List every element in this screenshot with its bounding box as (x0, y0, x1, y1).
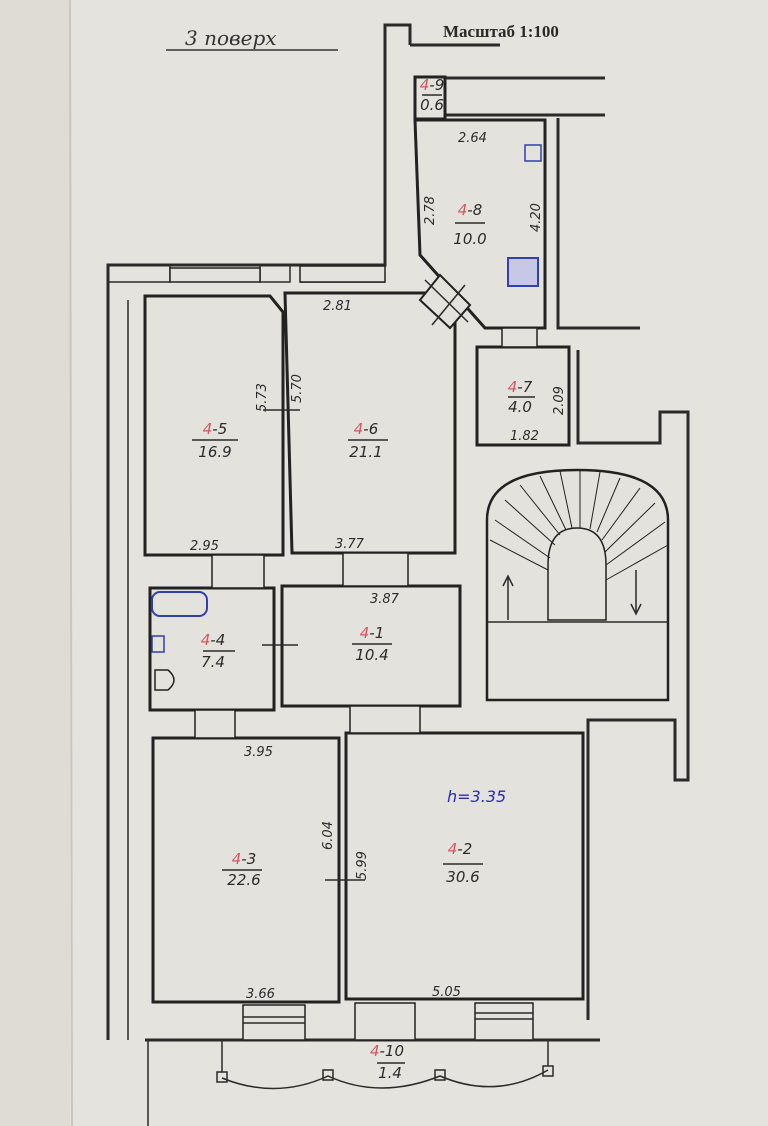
room-number: 4-8 (458, 201, 483, 219)
dimension-label: 2.78 (423, 196, 438, 225)
room-area: 16.9 (198, 443, 231, 461)
stove-icon (507, 257, 539, 287)
room-4-6 (283, 291, 457, 555)
dimension-label: 1.82 (510, 429, 539, 444)
room-area: 4.0 (508, 398, 532, 416)
bathtub-icon (151, 591, 208, 617)
room-number: 4-7 (508, 378, 533, 396)
floor-title: 3 поверх (185, 26, 277, 50)
sink-icon (524, 144, 542, 162)
dimension-label: 5.99 (355, 851, 370, 880)
dimension-label: 3.95 (244, 745, 273, 760)
room-4-5 (143, 294, 285, 557)
room-number: 4-5 (203, 420, 228, 438)
room-area: 1.4 (378, 1064, 402, 1082)
door-openings (194, 273, 538, 881)
bathroom-fixtures (151, 144, 542, 691)
room-4-9 (413, 75, 447, 121)
dimension-label: 2.64 (458, 131, 487, 146)
dimension-label: 5.73 (255, 383, 270, 412)
toilet-icon (154, 669, 175, 691)
windows (169, 265, 534, 1041)
room-area: 30.6 (446, 868, 479, 886)
room-4-7 (475, 345, 571, 447)
room-area: 7.4 (201, 653, 225, 671)
dimension-label: 2.95 (190, 539, 219, 554)
dimension-label: 6.04 (321, 821, 336, 850)
room-4-2 (344, 731, 585, 1001)
room-area: 10.0 (453, 230, 486, 248)
dimensions: 2.64 2.78 4.20 2.09 1.82 2.81 5.70 3.77 … (190, 131, 567, 1002)
sink-icon (151, 635, 165, 653)
room-area: 22.6 (227, 871, 260, 889)
dimension-label: 3.87 (370, 592, 400, 607)
staircase (485, 468, 670, 702)
dimension-label: 5.05 (432, 985, 461, 1000)
room-area: 0.6 (420, 96, 444, 114)
room-4-4 (148, 586, 276, 712)
room-number: 4-2 (448, 840, 473, 858)
dimension-label: 2.81 (323, 299, 352, 314)
room-number: 4-6 (354, 420, 379, 438)
room-number: 4-3 (232, 850, 257, 868)
dimension-label: 5.70 (290, 374, 305, 403)
room-number: 4-1 (360, 624, 385, 642)
balcony (216, 1040, 554, 1090)
room-number: 4-4 (201, 631, 226, 649)
room-area: 10.4 (355, 646, 388, 664)
dimension-label: 3.77 (335, 537, 365, 552)
room-labels: 4-5 16.9 4-6 21.1 4-8 10.0 4-9 0.6 4-7 4… (192, 76, 535, 1082)
dimension-label: 4.20 (529, 203, 544, 232)
scale-label: Масштаб 1:100 (443, 22, 559, 41)
dimension-label: 2.09 (552, 386, 567, 415)
dimension-label: 3.66 (246, 987, 275, 1002)
room-number: 4-9 (420, 76, 445, 94)
room-area: 21.1 (349, 443, 382, 461)
paper-edge (69, 0, 73, 1126)
room-number: 4-10 (370, 1042, 404, 1060)
ceiling-height: h=3.35 (447, 787, 506, 806)
